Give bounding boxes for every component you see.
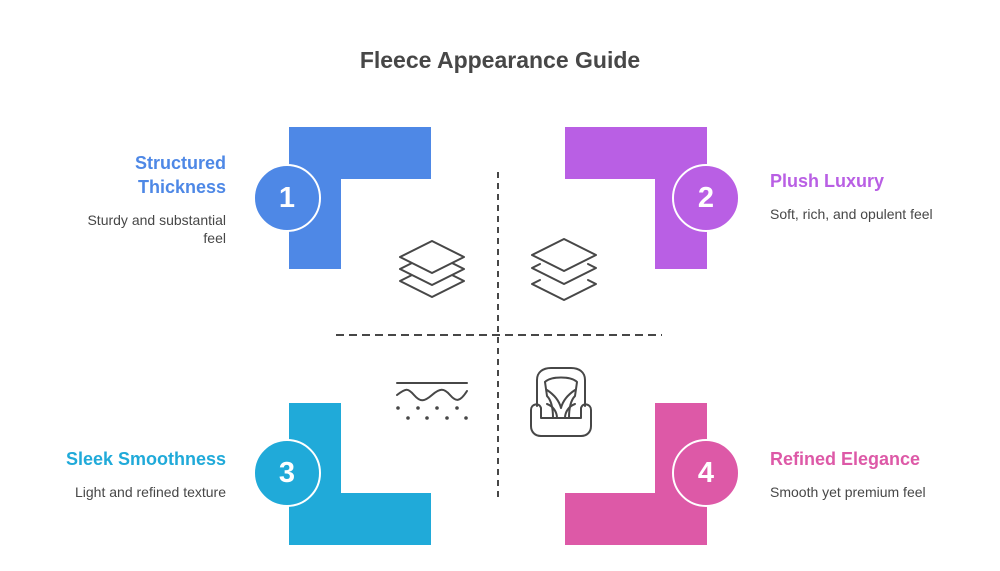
heading-line: Thickness xyxy=(137,177,226,197)
quadrant-description: Soft, rich, and opulent feel xyxy=(770,205,933,223)
quadrant-heading: Refined Elegance xyxy=(770,447,920,471)
layers-separated-icon xyxy=(531,238,597,301)
number-badge-2: 2 xyxy=(672,164,740,232)
horizontal-divider xyxy=(336,334,662,336)
quadrant-heading: Plush Luxury xyxy=(770,169,884,193)
badge-number: 4 xyxy=(697,456,715,489)
bracket-bar-4-bottom xyxy=(565,493,707,545)
description-line: Smooth yet premium feel xyxy=(770,484,926,500)
page-title: Fleece Appearance Guide xyxy=(359,47,641,73)
heading-line: Structured xyxy=(134,153,226,173)
description-line: Sturdy and substantial xyxy=(87,212,226,228)
description-line: Light and refined texture xyxy=(75,484,226,500)
number-badge-4: 4 xyxy=(672,439,740,507)
quadrant-heading: Sleek Smoothness xyxy=(66,447,226,471)
heading-line: Sleek Smoothness xyxy=(65,449,226,469)
badge-number: 2 xyxy=(697,181,715,214)
badge-number: 3 xyxy=(278,456,296,489)
description-line: Soft, rich, and opulent feel xyxy=(770,206,933,222)
number-badge-1: 1 xyxy=(253,164,321,232)
layers-stacked-icon xyxy=(399,240,465,298)
armchair-icon xyxy=(530,367,592,437)
badge-number: 1 xyxy=(278,181,296,214)
heading-line: Refined Elegance xyxy=(770,449,921,469)
quadrant-heading: Structured Thickness xyxy=(135,151,226,199)
texture-wave-icon xyxy=(396,382,468,420)
quadrant-description: Light and refined texture xyxy=(75,483,226,501)
number-badge-3: 3 xyxy=(253,439,321,507)
quadrant-description: Smooth yet premium feel xyxy=(770,483,926,501)
quadrant-description: Sturdy and substantial feel xyxy=(87,211,226,247)
heading-line: Plush Luxury xyxy=(770,171,885,191)
bracket-bar-3-bottom xyxy=(289,493,431,545)
description-line: feel xyxy=(203,230,226,246)
